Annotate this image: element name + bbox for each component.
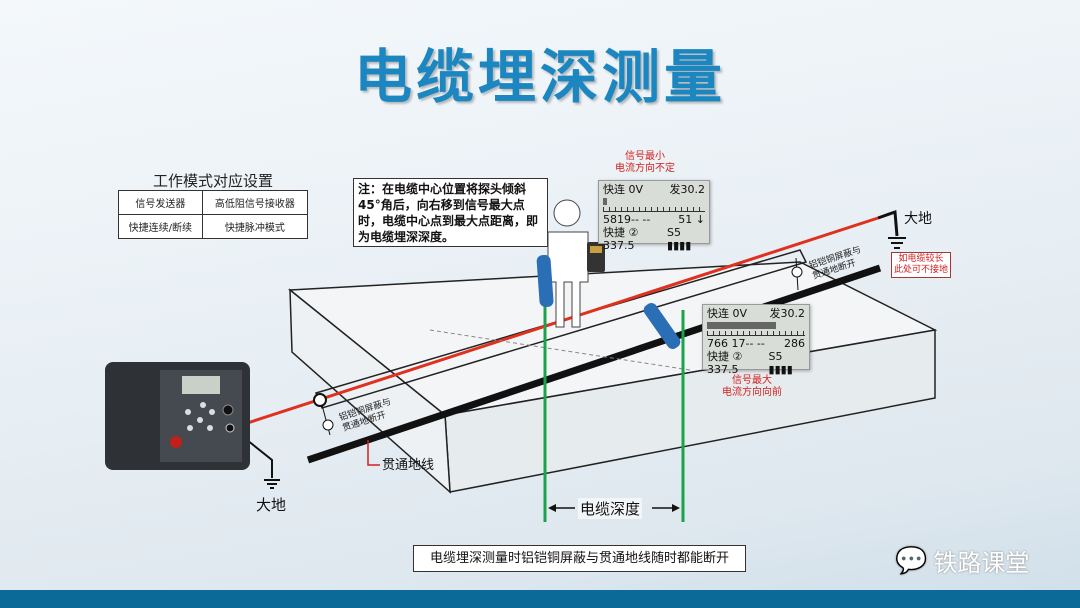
page-title: 电缆埋深测量 bbox=[353, 43, 726, 111]
signal-transmitter-device bbox=[105, 362, 250, 470]
table-cell: 快捷脉冲模式 bbox=[201, 214, 309, 239]
receiver-display-max: 快连 0V 发30.2 766 17-- -- 286 快捷 ② 337.5 S5 ▮… bbox=[702, 304, 810, 376]
lcd-text: 发30.2 bbox=[769, 307, 806, 320]
display-max-label: 信号最大 电流方向向前 bbox=[722, 375, 782, 398]
lcd-text: 快捷 ② 337.5 bbox=[603, 226, 639, 252]
wechat-icon: 💬 bbox=[895, 545, 928, 576]
footer-bar bbox=[0, 590, 1080, 608]
lcd-text: 快连 0V bbox=[603, 183, 644, 196]
mode-table-caption: 工作模式对应设置 bbox=[152, 172, 273, 190]
probe-vertical bbox=[536, 254, 554, 308]
lcd-text: 发30.2 bbox=[669, 183, 706, 196]
watermark-text: 铁路课堂 bbox=[933, 549, 1030, 577]
ground-right-label: 大地 bbox=[904, 211, 932, 227]
cable-core bbox=[231, 216, 879, 430]
lcd-text: 766 17-- -- bbox=[707, 337, 765, 350]
lcd-scale bbox=[707, 331, 805, 336]
through-ground-wire bbox=[306, 264, 882, 464]
lcd-text: 5819-- -- bbox=[603, 213, 651, 226]
break-switch-left-icon bbox=[322, 419, 334, 431]
note-box: 注：在电缆中心位置将探头倾斜45°角后，向右移到信号最大点时，电缆中心点到最大点… bbox=[353, 178, 548, 247]
lcd-text: 快连 0V bbox=[707, 307, 748, 320]
lcd-text: 286 bbox=[784, 337, 805, 350]
watermark: 💬铁路课堂 bbox=[895, 543, 1029, 578]
lcd-text: S5 ▮▮▮▮ bbox=[667, 226, 692, 252]
lcd-text: S5 ▮▮▮▮ bbox=[768, 350, 793, 376]
receiver-display-min: 快连 0V 发30.2 5819-- -- 51 ↓ 快捷 ② 337.5 S5 ▮▮… bbox=[598, 180, 710, 252]
through-ground-wire-label: 贯通地线 bbox=[382, 458, 435, 473]
lcd-text: 快捷 ② 337.5 bbox=[707, 350, 743, 376]
soil-slab-left bbox=[289, 288, 451, 494]
break-switch-right-icon bbox=[791, 266, 803, 278]
ground-left-label: 大地 bbox=[256, 496, 287, 514]
probe-move-arrow bbox=[429, 329, 691, 371]
lcd-text: 51 ↓ bbox=[678, 213, 705, 226]
lcd-scale bbox=[603, 207, 705, 212]
long-cable-note: 如电缆较长 此处可不接地 bbox=[891, 252, 952, 278]
signal-level-bar bbox=[707, 322, 776, 329]
bottom-caption: 电缆埋深测量时铝铠铜屏蔽与贯通地线随时都能断开 bbox=[413, 545, 746, 572]
shield-terminal-left bbox=[313, 393, 327, 407]
probe-tilted bbox=[643, 303, 681, 349]
signal-level-bar bbox=[603, 198, 608, 205]
mode-table: 信号发送器高低阻信号接收器 快捷连续/断续快捷脉冲模式 bbox=[118, 190, 309, 239]
person-figure bbox=[553, 199, 581, 227]
display-min-label: 信号最小 电流方向不定 bbox=[615, 151, 675, 174]
cable-depth-label: 电缆深度 bbox=[578, 498, 643, 519]
